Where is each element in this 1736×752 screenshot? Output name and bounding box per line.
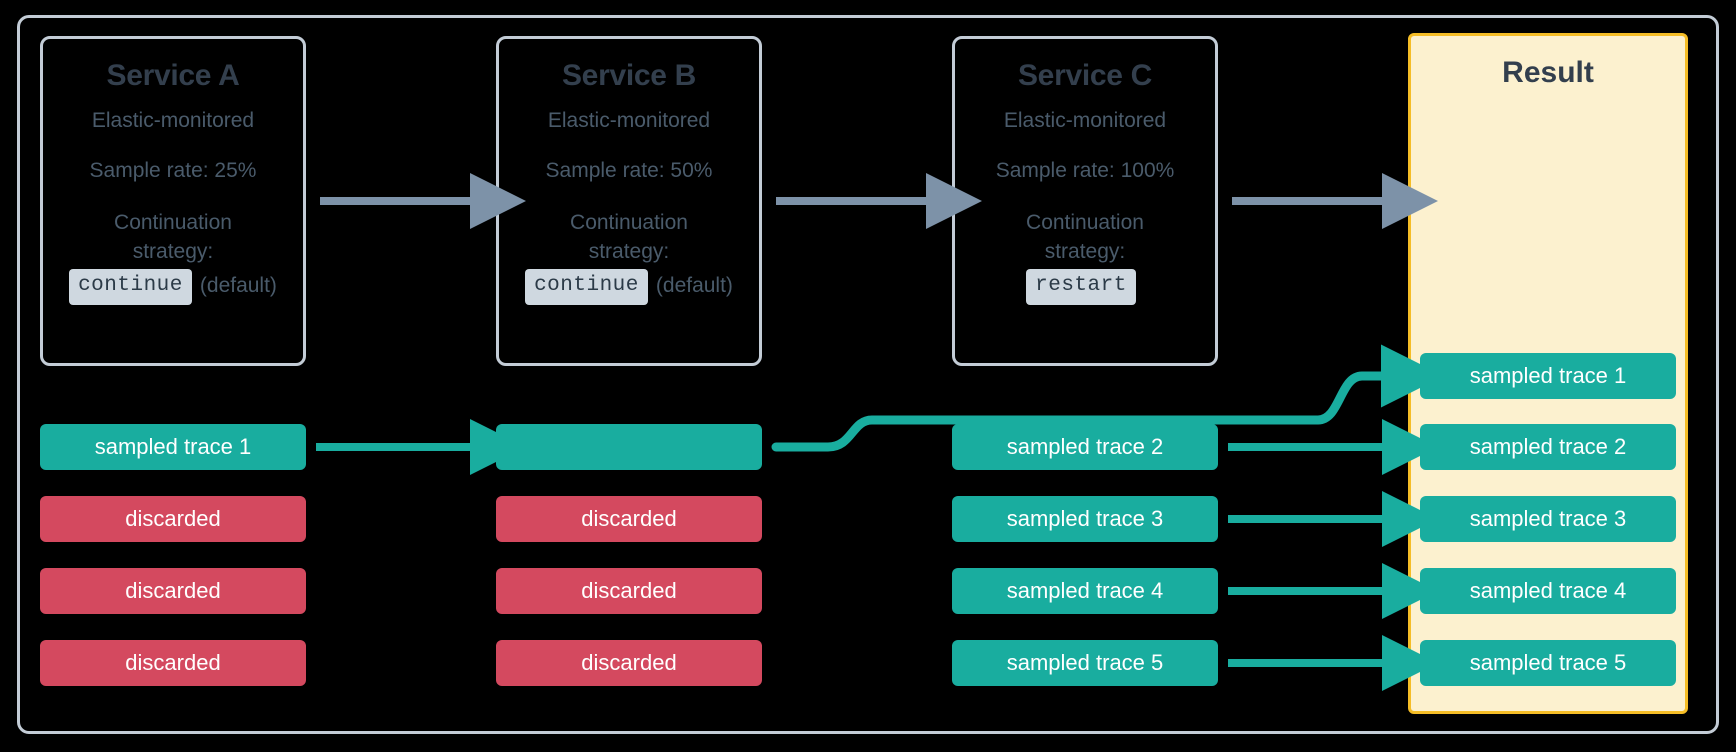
result-pill-2: sampled trace 2 xyxy=(1420,424,1676,470)
trace-pill-b-4: discarded xyxy=(496,640,762,686)
result-pill-5: sampled trace 5 xyxy=(1420,640,1676,686)
service-a-strategy-label: strategy: xyxy=(132,239,214,263)
service-card-c: Service C Elastic-monitored Sample rate:… xyxy=(952,36,1218,366)
service-b-continuation: Continuation strategy: continue (default… xyxy=(525,209,733,305)
service-b-strategy-value: continue xyxy=(525,268,648,305)
trace-pill-b-3: discarded xyxy=(496,568,762,614)
result-title: Result xyxy=(1502,56,1594,89)
service-a-continuation-label: Continuation xyxy=(114,211,232,234)
service-b-title: Service B xyxy=(561,59,697,92)
service-a-strategy-row: continue (default) xyxy=(69,268,277,305)
service-b-strategy-row: continue (default) xyxy=(525,268,733,305)
service-c-monitored: Elastic-monitored xyxy=(1003,109,1167,132)
service-a-monitored: Elastic-monitored xyxy=(91,109,255,132)
service-c-sample-rate: Sample rate: 100% xyxy=(995,159,1175,182)
trace-pill-c-4: sampled trace 5 xyxy=(952,640,1218,686)
service-c-strategy-value: restart xyxy=(1026,268,1136,305)
trace-pill-b-2: discarded xyxy=(496,496,762,542)
service-a-sample-rate: Sample rate: 25% xyxy=(89,159,257,182)
trace-pill-a-1: sampled trace 1 xyxy=(40,424,306,470)
result-pill-3: sampled trace 3 xyxy=(1420,496,1676,542)
trace-pill-a-4: discarded xyxy=(40,640,306,686)
service-b-strategy-label: strategy: xyxy=(588,239,670,263)
trace-pill-a-3: discarded xyxy=(40,568,306,614)
service-c-strategy-label: strategy: xyxy=(1044,239,1126,263)
service-b-continuation-label: Continuation xyxy=(570,211,688,234)
service-a-continuation: Continuation strategy: continue (default… xyxy=(69,209,277,305)
trace-pill-c-2: sampled trace 3 xyxy=(952,496,1218,542)
service-c-continuation: Continuation strategy: restart xyxy=(1026,209,1144,305)
service-b-monitored: Elastic-monitored xyxy=(547,109,711,132)
result-pill-4: sampled trace 4 xyxy=(1420,568,1676,614)
service-card-b: Service B Elastic-monitored Sample rate:… xyxy=(496,36,762,366)
trace-pill-c-1: sampled trace 2 xyxy=(952,424,1218,470)
trace-pill-a-2: discarded xyxy=(40,496,306,542)
service-c-continuation-label: Continuation xyxy=(1026,211,1144,234)
trace-pill-c-3: sampled trace 4 xyxy=(952,568,1218,614)
trace-pill-b-1 xyxy=(496,424,762,470)
service-c-title: Service C xyxy=(1017,59,1153,92)
service-a-strategy-note: (default) xyxy=(199,274,277,298)
service-card-a: Service A Elastic-monitored Sample rate:… xyxy=(40,36,306,366)
service-a-strategy-value: continue xyxy=(69,268,192,305)
service-b-sample-rate: Sample rate: 50% xyxy=(545,159,713,182)
result-pill-1: sampled trace 1 xyxy=(1420,353,1676,399)
service-a-title: Service A xyxy=(106,59,240,92)
service-c-strategy-row: restart xyxy=(1026,268,1144,305)
service-b-strategy-note: (default) xyxy=(655,274,733,298)
